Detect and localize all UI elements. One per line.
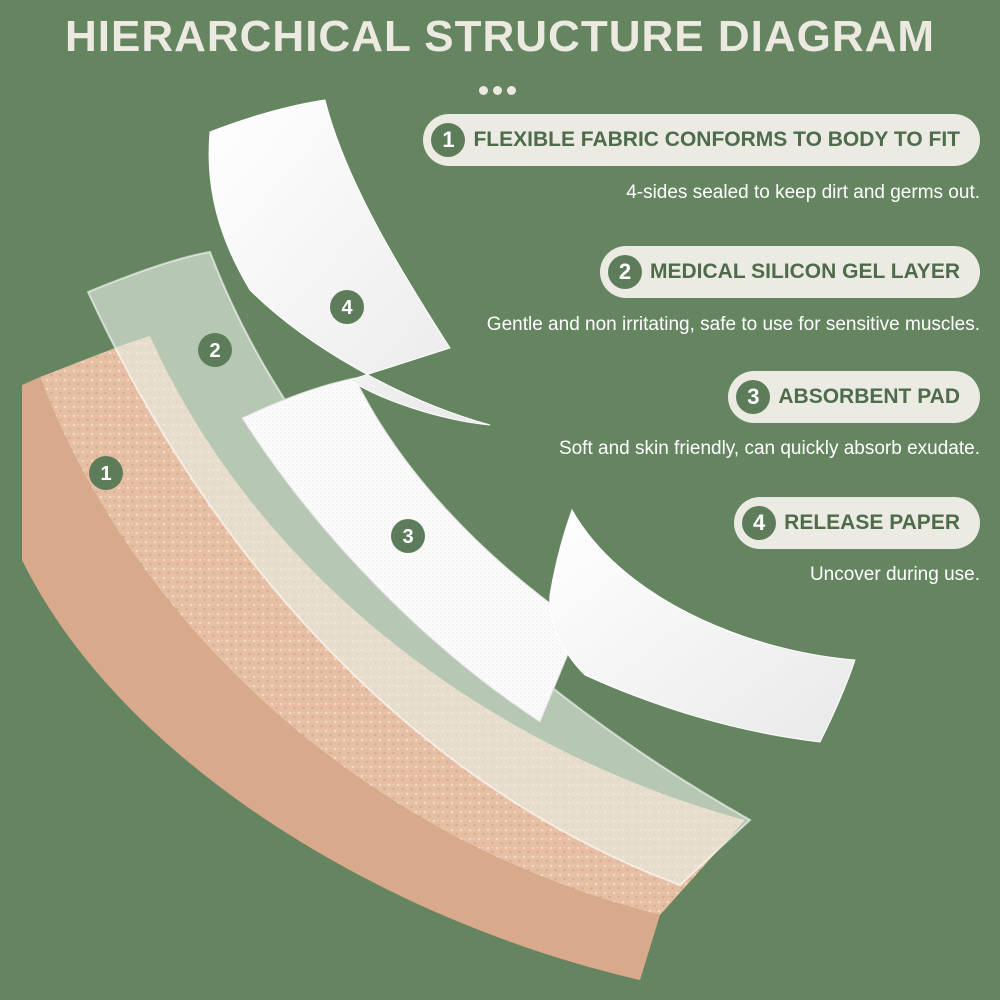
marker-3-label: 3 bbox=[402, 526, 413, 548]
layer-4-heading-text: RELEASE PAPER bbox=[784, 511, 960, 534]
layer-2-heading: 2 MEDICAL SILICON GEL LAYER bbox=[600, 246, 980, 298]
layer-1-heading: 1 FLEXIBLE FABRIC CONFORMS TO BODY TO FI… bbox=[423, 114, 980, 166]
layer-1-heading-text: FLEXIBLE FABRIC CONFORMS TO BODY TO FIT bbox=[473, 128, 960, 151]
layer-2-description: Gentle and non irritating, safe to use f… bbox=[486, 314, 980, 335]
layer-2-number: 2 bbox=[608, 255, 642, 289]
release-paper-peeled bbox=[549, 508, 856, 743]
decorative-dots bbox=[479, 82, 523, 95]
layer-1-description: 4-sides sealed to keep dirt and germs ou… bbox=[626, 182, 980, 203]
layer-3-heading: 3 ABSORBENT PAD bbox=[728, 371, 980, 423]
layer-4-heading: 4 RELEASE PAPER bbox=[734, 497, 980, 549]
marker-3: 3 bbox=[391, 519, 425, 553]
layer-4-description: Uncover during use. bbox=[809, 564, 980, 585]
layer-3-description: Soft and skin friendly, can quickly abso… bbox=[558, 438, 980, 459]
layer-3-heading-text: ABSORBENT PAD bbox=[778, 385, 960, 408]
layer-1-number: 1 bbox=[431, 123, 466, 157]
layer-3-number: 3 bbox=[736, 380, 771, 414]
page-title: HIERARCHICAL STRUCTURE DIAGRAM bbox=[64, 12, 936, 61]
marker-2-label: 2 bbox=[209, 340, 220, 362]
marker-1: 1 bbox=[89, 456, 123, 490]
layer-4-number: 4 bbox=[742, 506, 777, 540]
marker-4-label: 4 bbox=[341, 297, 353, 319]
marker-4: 4 bbox=[330, 290, 364, 324]
fabric-layer-edge bbox=[22, 377, 660, 980]
layer-2-heading-text: MEDICAL SILICON GEL LAYER bbox=[650, 260, 960, 283]
marker-1-label: 1 bbox=[100, 463, 111, 485]
marker-2: 2 bbox=[198, 333, 232, 367]
release-paper-top bbox=[208, 99, 491, 426]
